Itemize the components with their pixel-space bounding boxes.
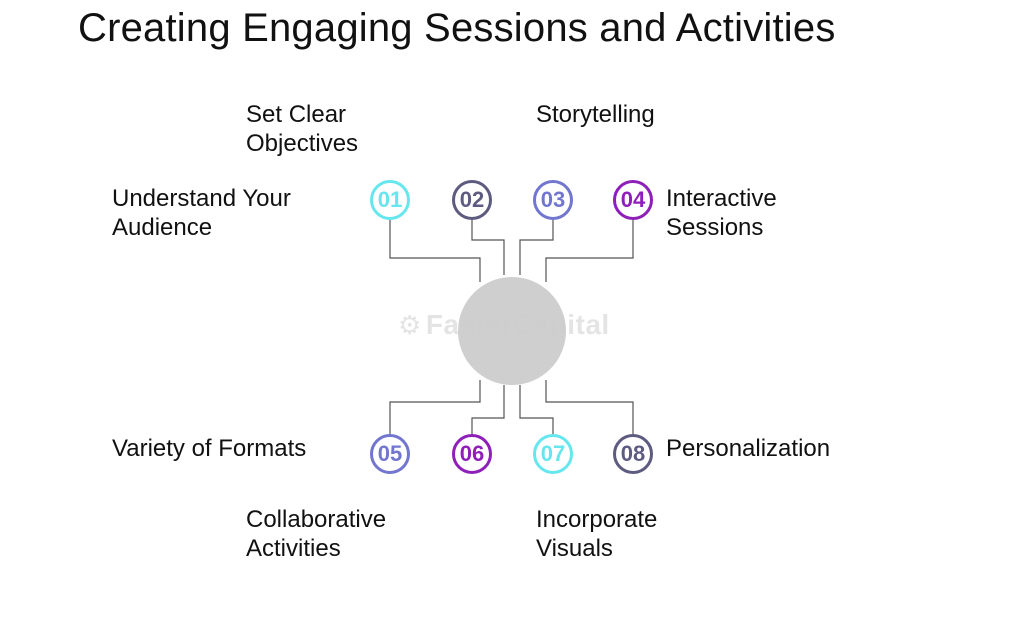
badge-number: 03 — [540, 187, 566, 212]
badge-number: 04 — [620, 187, 646, 212]
connector-03 — [519, 220, 554, 275]
connector-08 — [545, 380, 634, 434]
connector-06 — [471, 385, 505, 434]
connector-01 — [389, 220, 481, 282]
badge-02: 02 — [452, 180, 492, 220]
connector-02 — [471, 220, 505, 275]
badge-number: 02 — [459, 187, 485, 212]
connector-04 — [545, 220, 634, 282]
badge-04: 04 — [613, 180, 653, 220]
label-variety-of-formats: Variety of Formats — [112, 435, 307, 462]
label-set-clear-objectives: Set Clear Objectives — [246, 101, 359, 157]
badge-number: 01 — [377, 187, 403, 212]
watermark-text: FasterCapital — [425, 309, 610, 340]
badge-number: 08 — [620, 441, 646, 466]
badge-number: 05 — [377, 441, 403, 466]
badge-number: 07 — [540, 441, 566, 466]
gear-icon: ⚙ — [398, 310, 422, 340]
badge-06: 06 — [452, 434, 492, 474]
connector-05 — [389, 380, 481, 434]
badge-05: 05 — [370, 434, 410, 474]
label-understand-your-audience: Understand Your Audience — [112, 185, 291, 241]
badge-01: 01 — [370, 180, 410, 220]
badge-08: 08 — [613, 434, 653, 474]
label-incorporate-visuals: Incorporate Visuals — [536, 506, 658, 562]
connector-07 — [519, 385, 554, 434]
label-collaborative-activities: Collaborative Activities — [246, 506, 387, 562]
watermark-logo: ⚙FasterCapital — [398, 309, 610, 341]
badge-number: 06 — [459, 441, 485, 466]
badge-07: 07 — [533, 434, 573, 474]
label-personalization: Personalization — [666, 435, 831, 462]
label-storytelling: Storytelling — [536, 101, 655, 128]
badge-03: 03 — [533, 180, 573, 220]
center-hub-circle — [458, 277, 566, 385]
page-title: Creating Engaging Sessions and Activitie… — [78, 6, 836, 50]
label-interactive-sessions: Interactive Sessions — [666, 185, 777, 241]
